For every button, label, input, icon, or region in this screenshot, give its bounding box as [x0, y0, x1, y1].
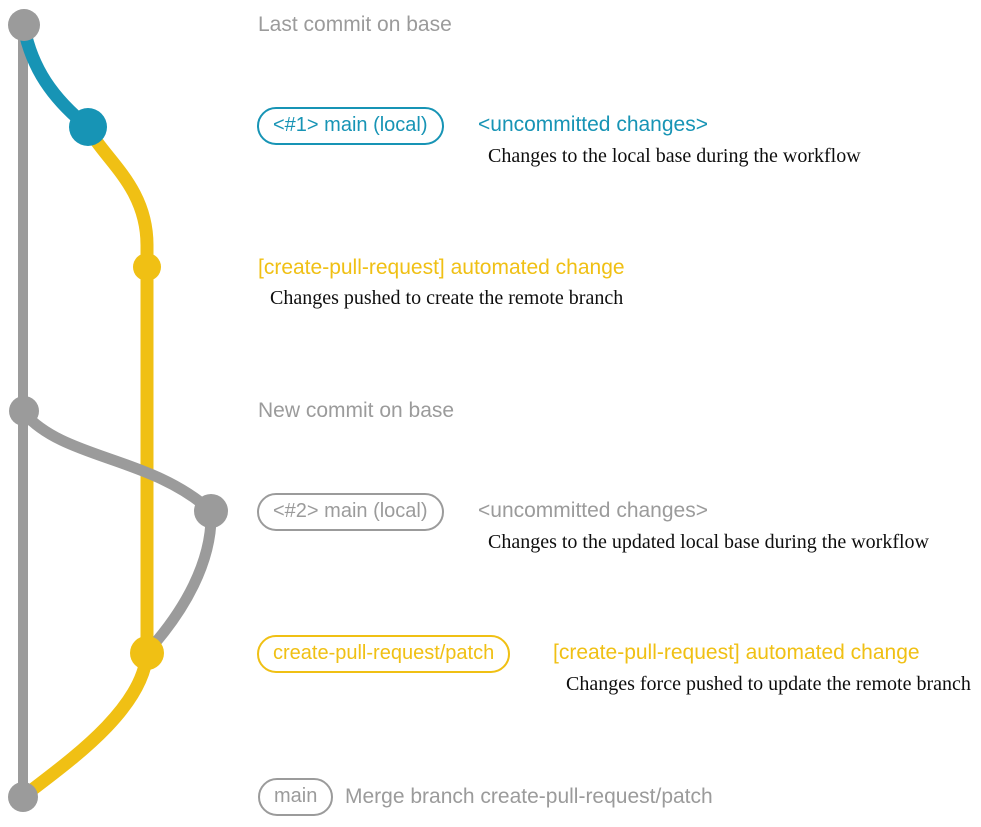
commit-node-automated-change-1 [133, 253, 161, 281]
commit-node-automated-change-2 [130, 636, 164, 670]
label-automated-change-2: [create-pull-request] automated change [553, 641, 920, 664]
commit-node-new-commit-on-base [9, 396, 39, 426]
description-automated-change-1: Changes pushed to create the remote bran… [270, 287, 624, 309]
branch-badge-main-local-2: <#2> main (local) [257, 493, 444, 531]
commit-graph [8, 9, 228, 812]
description-automated-change-2: Changes force pushed to update the remot… [566, 673, 971, 695]
branch-badge-create-pull-request-patch: create-pull-request/patch [257, 635, 511, 673]
label-last-commit-on-base: Last commit on base [258, 13, 452, 36]
commit-node-local-uncommitted-2 [194, 494, 228, 528]
label-merge-branch-message: Merge branch create-pull-request/patch [345, 785, 713, 808]
description-uncommitted-changes-2: Changes to the updated local base during… [488, 531, 929, 553]
label-uncommitted-changes-2: <uncommitted changes> [478, 499, 708, 522]
branch-badge-main: main [258, 778, 334, 816]
branch-badge-main-local-1: <#1> main (local) [257, 107, 444, 145]
commit-node-last-commit-on-base [8, 9, 40, 41]
label-new-commit-on-base: New commit on base [258, 399, 455, 422]
branch-path-rebased-local-main [18, 407, 217, 656]
commit-node-local-uncommitted-1 [69, 108, 107, 146]
label-automated-change-1: [create-pull-request] automated change [258, 256, 625, 279]
commit-node-merge-commit [8, 782, 38, 812]
label-uncommitted-changes-1: <uncommitted changes> [478, 113, 708, 136]
description-uncommitted-changes-1: Changes to the local base during the wor… [488, 145, 861, 167]
